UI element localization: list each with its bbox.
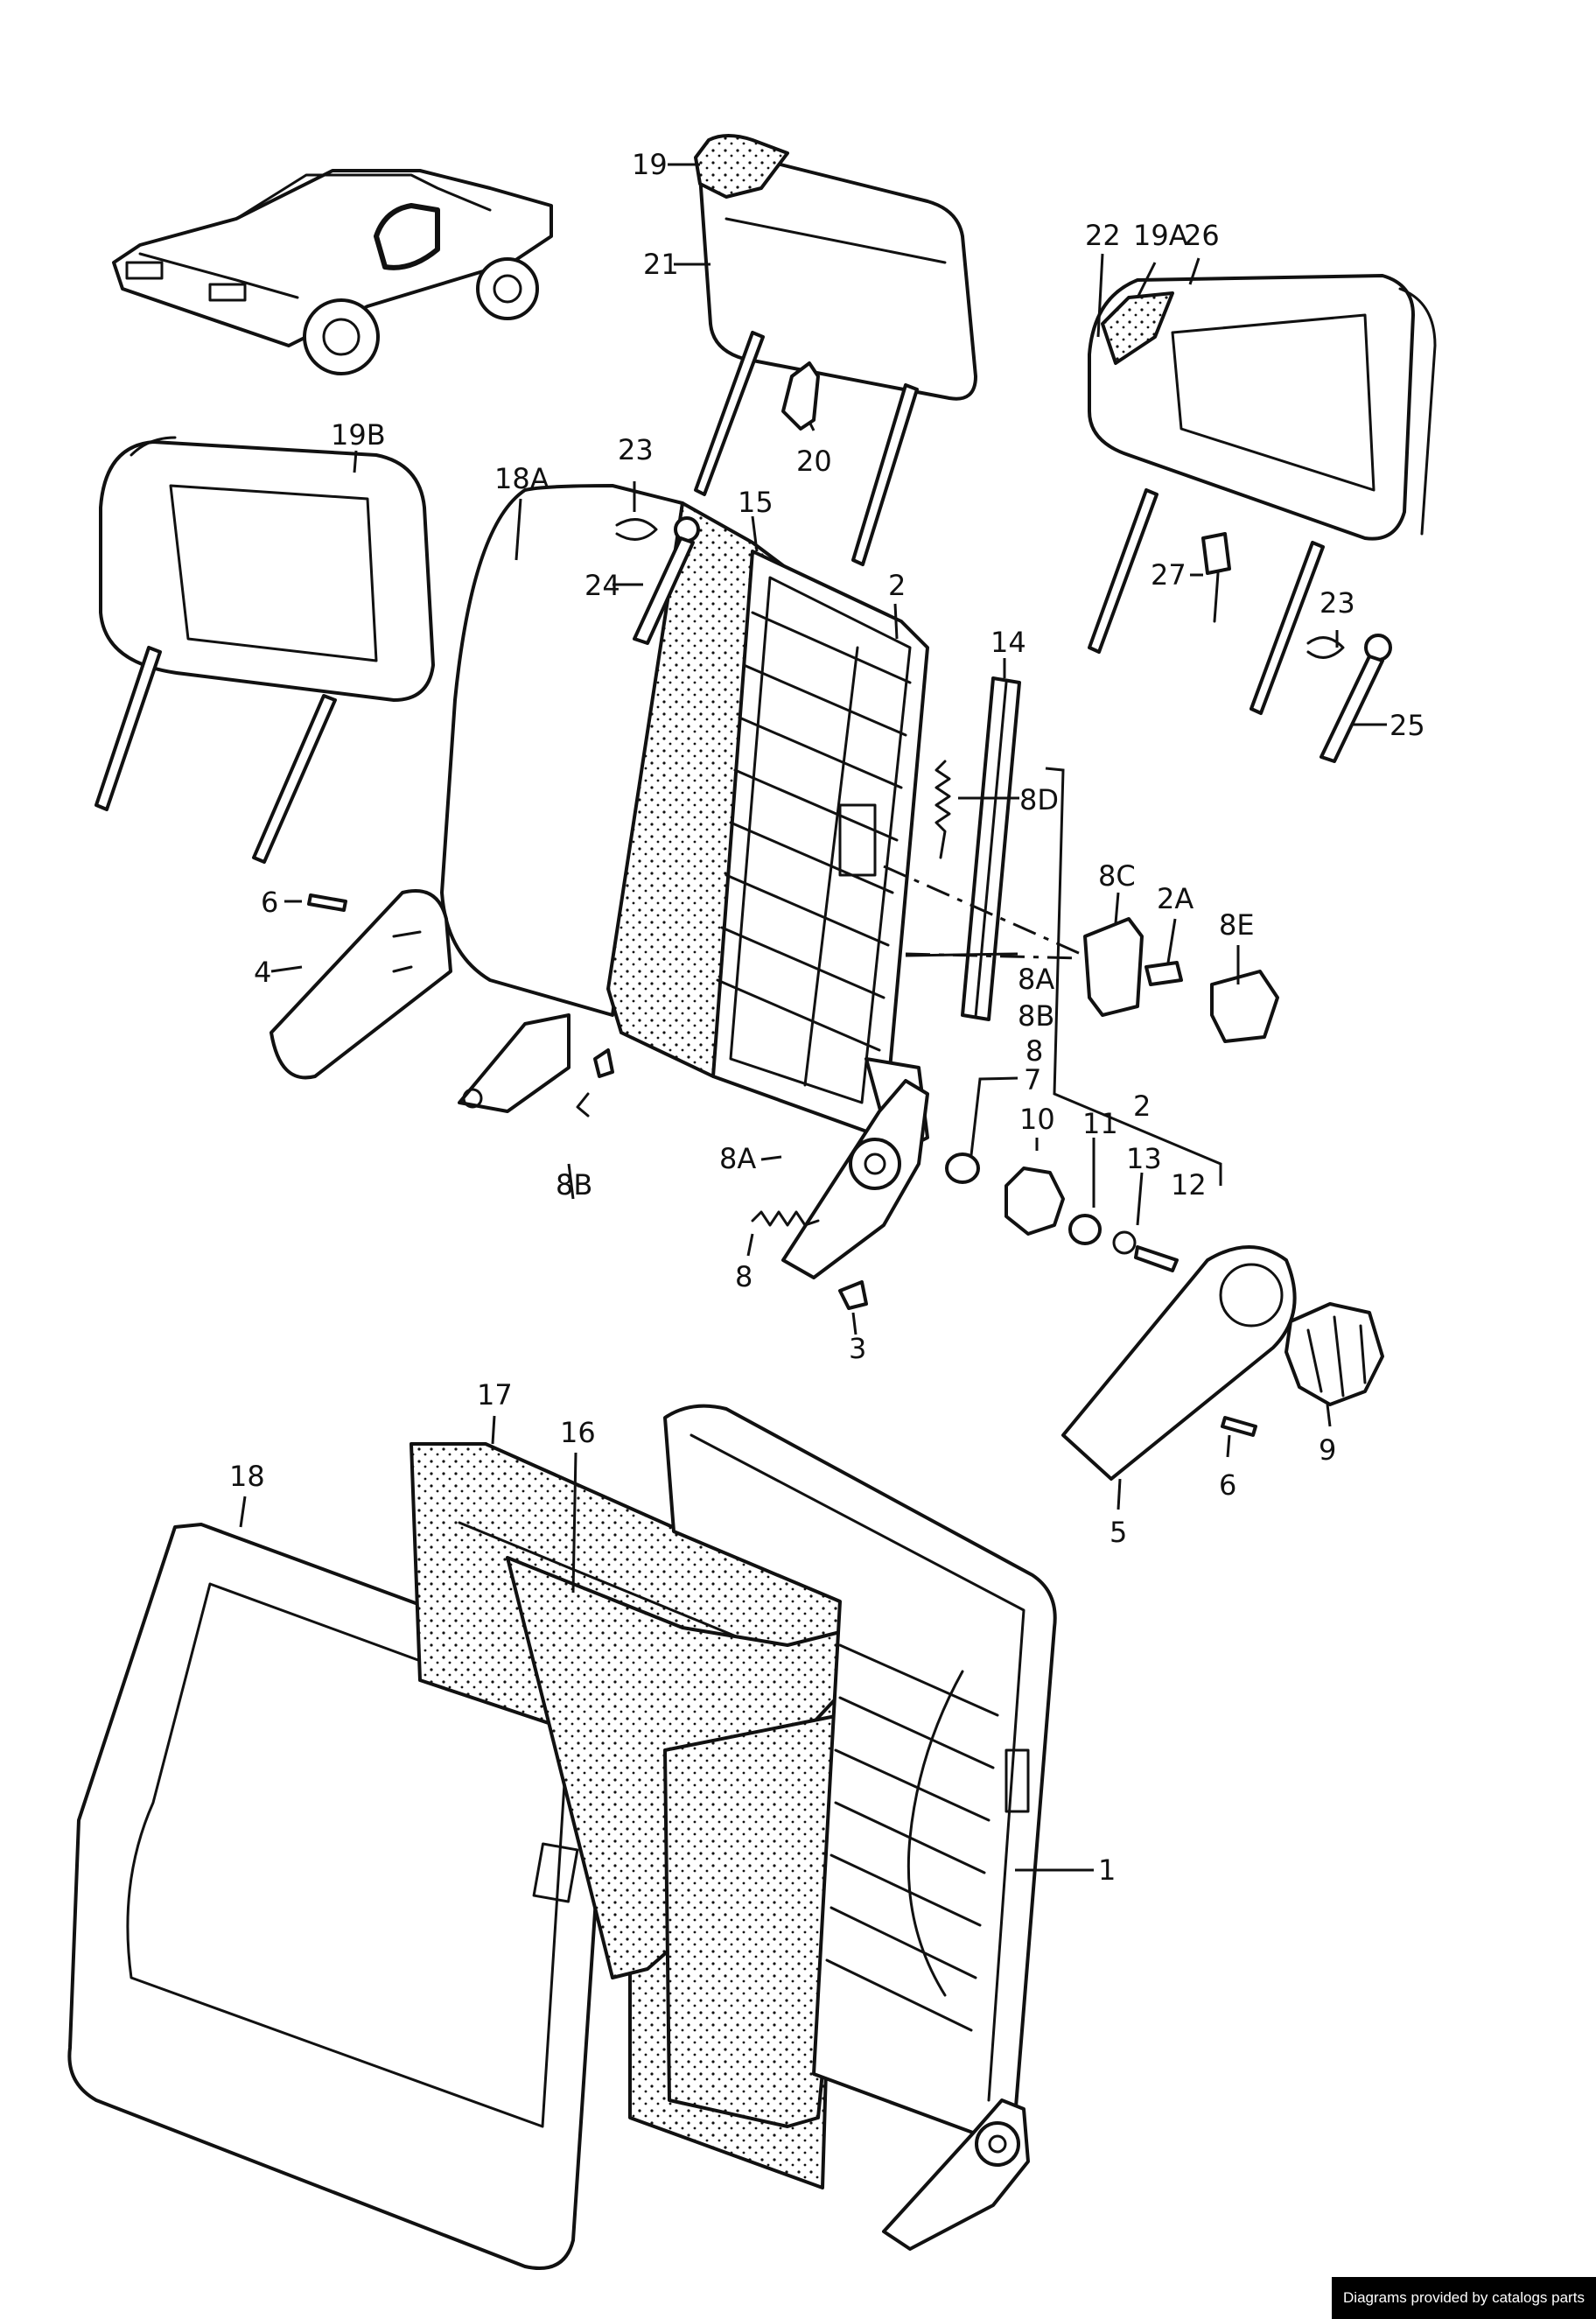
label-10: 10 [1019,1103,1055,1136]
pin-6a [307,893,347,912]
label-17: 17 [477,1378,513,1412]
spring-8d [934,760,951,859]
strip-14 [961,676,1021,1021]
button-8e [1210,970,1279,1043]
label-20: 20 [796,445,832,478]
label-6-left: 6 [261,886,278,919]
label-16: 16 [560,1416,596,1449]
assembly-line-2 [905,952,1082,960]
label-13: 13 [1126,1142,1162,1175]
frame-1 [663,1404,1057,2251]
label-8e: 8E [1219,908,1255,942]
leader-lines [239,163,1387,1872]
label-4: 4 [254,956,271,989]
label-8a-left: 8A [719,1142,756,1175]
car-thumbnail-icon [112,169,553,375]
label-5: 5 [1110,1516,1127,1549]
knob-9 [1284,1302,1384,1406]
label-8d: 8D [1019,783,1059,816]
label-1: 1 [1098,1853,1116,1887]
clip-pin-23-24 [615,516,700,645]
label-8a-right: 8A [1018,963,1054,996]
label-14: 14 [990,626,1026,659]
label-23-top: 23 [618,433,654,466]
label-27: 27 [1151,558,1186,592]
label-8b-left: 8B [556,1168,592,1202]
label-12: 12 [1171,1168,1207,1202]
label-18: 18 [229,1460,265,1493]
cover-4 [270,889,452,1080]
label-2-top: 2 [888,569,906,602]
label-2-bracket: 2 [1133,1089,1151,1123]
part-labels: 19 21 20 22 19A 26 19B 18A 23 15 24 2 14… [229,148,1425,1887]
label-7: 7 [1024,1063,1041,1096]
label-3: 3 [849,1332,866,1365]
clip-2a [1144,961,1183,986]
pad-16 [506,1556,859,2128]
group-bracket [1045,767,1222,1186]
label-2a: 2A [1157,882,1194,915]
label-24: 24 [584,569,620,602]
label-11: 11 [1082,1107,1118,1140]
label-15: 15 [738,486,774,519]
label-8c: 8C [1098,859,1136,893]
label-23-right: 23 [1320,586,1355,620]
credit-banner: Diagrams provided by catalogs parts [1332,2277,1596,2319]
label-19: 19 [632,148,668,181]
label-22: 22 [1085,219,1121,252]
pin-27 [1201,532,1231,623]
label-8-right: 8 [1026,1034,1043,1068]
assembly-line-1 [883,865,1082,956]
label-9: 9 [1319,1433,1336,1467]
label-18a: 18A [494,462,550,495]
label-25: 25 [1390,709,1425,742]
headrest-19b [94,436,435,864]
cover-5 [1061,1245,1297,1481]
clip-pin-23-25 [1306,634,1392,763]
label-8b-right: 8B [1018,999,1054,1033]
backrest-cover-18a [440,484,929,1157]
label-26: 26 [1184,219,1220,252]
headrest-22 [1088,274,1437,715]
label-6-right: 6 [1219,1468,1236,1502]
pin-6b [1221,1416,1257,1437]
label-21: 21 [643,248,679,281]
label-19a: 19A [1133,219,1188,252]
handle-8c [1083,917,1144,1017]
hinge-left [458,1013,614,1117]
label-8-left: 8 [735,1260,752,1293]
label-19b: 19B [331,418,386,452]
headrest-21 [694,134,977,566]
recliner-mechanism [751,1079,1179,1310]
